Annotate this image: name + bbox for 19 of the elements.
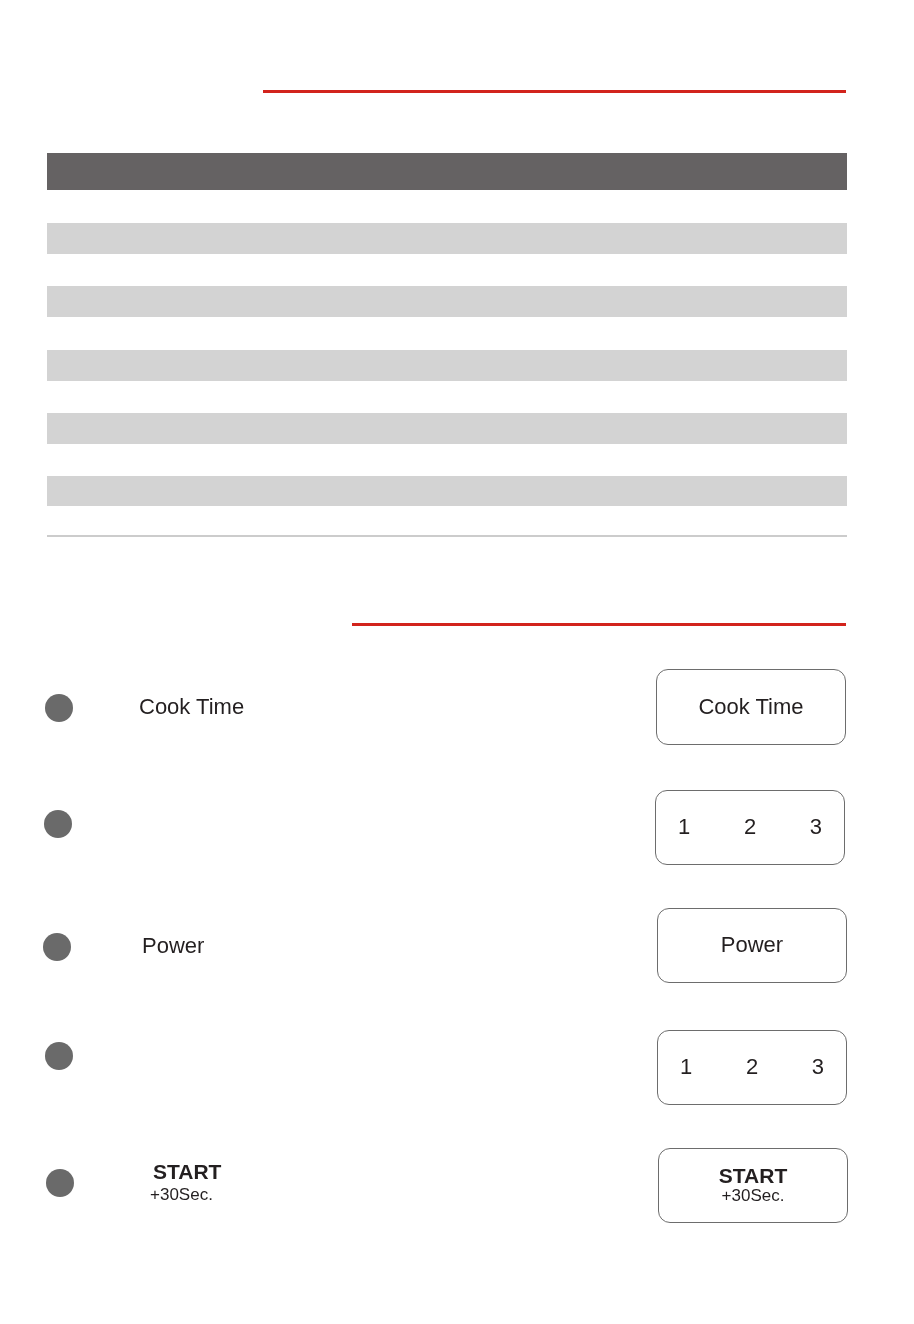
key-digit: 2 <box>745 1055 759 1080</box>
key-sublabel: +30Sec. <box>721 1187 785 1206</box>
step-key-label: START <box>153 1160 222 1184</box>
control-panel-key <box>657 1030 847 1105</box>
key-digit: 2 <box>743 815 757 840</box>
control-panel-key <box>655 790 845 865</box>
step-key-label: Cook Time <box>139 695 245 720</box>
key-digit: 1 <box>680 1055 693 1080</box>
step-sublabel: +30Sec. <box>150 1186 213 1205</box>
step-key-label: Power <box>142 934 205 959</box>
key-digit: 1 <box>678 815 691 840</box>
key-label: START <box>718 1165 788 1188</box>
control-panel-key <box>658 1148 848 1223</box>
key-label: Power <box>720 933 784 958</box>
key-digit: 3 <box>811 1055 824 1080</box>
control-panel-key <box>656 669 846 745</box>
control-panel-key <box>657 908 847 983</box>
key-digit: 3 <box>809 815 822 840</box>
key-label: Cook Time <box>698 694 804 720</box>
